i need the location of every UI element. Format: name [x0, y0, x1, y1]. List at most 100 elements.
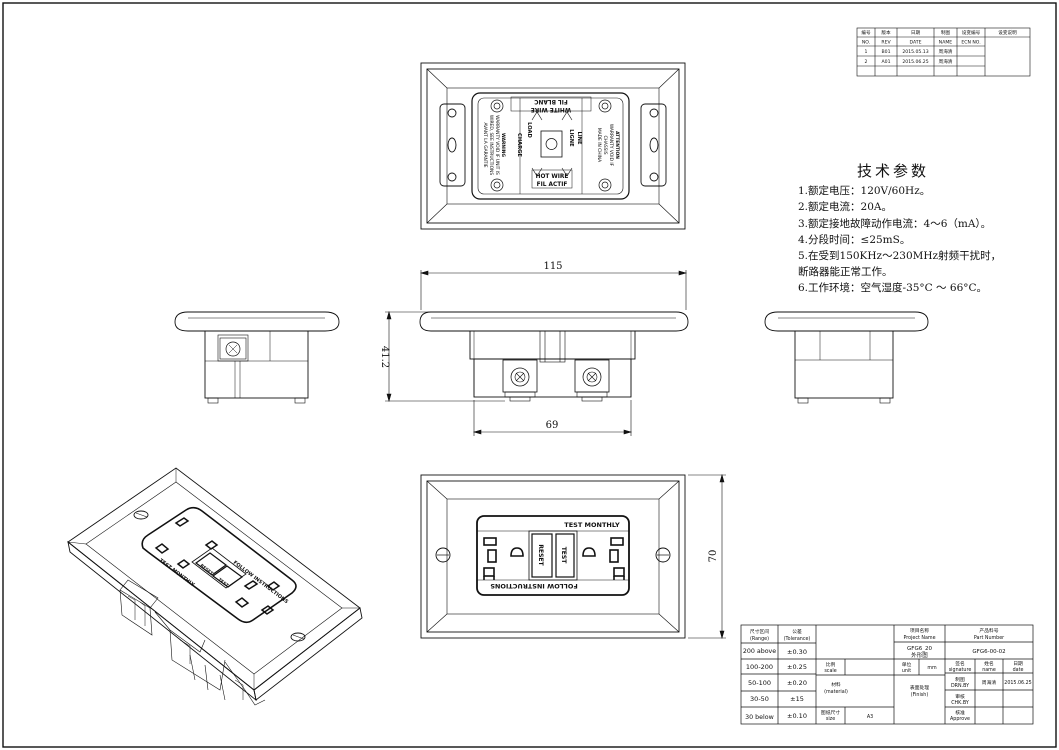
revision-table [856, 27, 1031, 77]
rev-h-en-3: NAME [939, 40, 953, 46]
dim-115 [419, 270, 688, 310]
follow-instructions-label: FOLLOW INSTRUCTIONS [490, 582, 578, 590]
warning-line-2: WARRANTY VOID IF UNIT IS [494, 115, 500, 175]
line-label: LINE [576, 131, 582, 145]
unit-value: mm [927, 666, 937, 671]
project-name-label-en: Project Name [903, 635, 935, 641]
fil-actif-label: FIL ACTIF [537, 182, 568, 188]
date-label-cn: 日期 [1013, 661, 1023, 667]
rev-h-cn-2: 日期 [911, 30, 921, 36]
test-monthly-label: TEST MONTHLY [564, 521, 620, 529]
title-block [740, 624, 1034, 725]
isometric-view [67, 467, 363, 706]
test-button-label: TEST [560, 547, 567, 565]
side-view [419, 311, 689, 402]
project-name-label-cn: 项目名称 [910, 627, 929, 634]
tolerance-header-en: (Tolerance) [784, 636, 811, 642]
drawn-name: 周海清 [982, 679, 997, 686]
iso-test-label: TEST [217, 577, 229, 588]
rev-h-cn-4: 设变编号 [962, 29, 981, 36]
project-name-value: GFG6_20 [907, 646, 932, 652]
drawn-date: 2015.06.25 [1004, 680, 1031, 686]
finish-label-cn: 表面处理 [910, 684, 929, 691]
tolerance-header-cn: 公差 [792, 628, 802, 635]
range-row-1: 200 above [743, 648, 776, 655]
top-view [420, 62, 686, 230]
spec-line-1: 1.额定电压：120V/60Hz。 [798, 185, 931, 198]
drawn-label-cn: 制图 [955, 676, 965, 683]
size-label-cn: 图纸尺寸 [821, 709, 840, 716]
signature-label-cn: 签名 [955, 660, 965, 667]
hot-wire-label: HOT WIRE [536, 174, 569, 180]
attention-line-2: WARRANTY VOID IF [608, 124, 614, 167]
part-number-value: GFG6-00-02 [972, 649, 1005, 655]
attention-line-3: CHASSIS [602, 135, 608, 154]
revision-table-text: 编号 版本 日期 制图 设变编号 设变说明 NO. REV DATE NAME … [861, 29, 1017, 65]
rev-h-cn-3: 制图 [941, 29, 951, 36]
ligne-label: LIGNE [568, 129, 574, 147]
dim-69-label: 69 [546, 420, 559, 431]
part-number-label-en: Part Number [974, 635, 1004, 641]
unit-label-cn: 单位 [902, 661, 912, 668]
spec-line-7: 6.工作环境：空气湿度-35°C ～ 66°C。 [798, 282, 988, 295]
charge-label: CHARGE [516, 133, 522, 157]
part-number-label-cn: 产品料号 [979, 627, 998, 634]
range-row-3: 50-100 [748, 679, 771, 687]
approved-label-cn: 核准 [955, 709, 965, 716]
rev-h-en-0: NO. [862, 40, 870, 46]
fil-blanc-label: FIL BLANC [534, 98, 568, 104]
range-row-5: 30 below [745, 714, 774, 721]
range-header-en: (Range) [750, 636, 769, 642]
attention-line-4: MADE IN CHINA [596, 128, 602, 162]
scale-label-cn: 比例 [826, 661, 836, 668]
rev-h-en-2: DATE [910, 40, 922, 46]
load-label: LOAD [526, 122, 532, 138]
dim-41-2 [385, 310, 505, 403]
spec-line-3: 3.额定接地故障动作电流：4～6（mA）。 [798, 217, 992, 230]
warning-line-1: WARNING [500, 133, 506, 157]
range-header-cn: 尺寸区间 [750, 628, 769, 635]
tol-row-5: ±0.10 [787, 712, 807, 720]
range-row-2: 100-200 [746, 663, 773, 671]
spec-line-4: 4.分段时间：≤25mS。 [798, 233, 911, 246]
specs-title: 技术参数 [856, 162, 929, 180]
name-label-cn: 姓名 [984, 660, 994, 667]
scale-label-en: scale [824, 668, 836, 674]
rev-r2-date: 2015.06.25 [902, 59, 928, 65]
technical-specs: 技术参数 1.额定电压：120V/60Hz。 2.额定电流：20A。 3.额定接… [798, 163, 1048, 297]
spec-line-6: 断路器能正常工作。 [798, 266, 893, 279]
rev-r1-rev: B01 [882, 49, 891, 55]
front-view [420, 474, 686, 639]
tol-row-2: ±0.25 [787, 663, 807, 671]
rev-r1-name: 周海清 [939, 48, 953, 55]
date-label-en: date [1013, 667, 1024, 673]
rev-h-en-1: REV [881, 40, 891, 46]
size-value: A3 [867, 714, 873, 720]
white-wire-label: WHITE WIRE [531, 106, 571, 112]
material-label-en: (material) [824, 689, 848, 695]
attention-line-1: ATTENTION [614, 131, 620, 159]
approved-label-en: Approve [950, 716, 970, 722]
checked-label-cn: 审核 [955, 693, 965, 700]
finish-label-en: (Finish) [911, 692, 929, 698]
rev-h-cn-0: 编号 [861, 29, 871, 36]
tol-row-4: ±15 [790, 695, 804, 703]
reset-button-label: RESET [537, 544, 544, 566]
left-side-view [174, 311, 340, 404]
dim-69 [472, 400, 633, 436]
spec-line-2: 2.额定电流：20A。 [798, 201, 892, 214]
name-label-en: name [982, 668, 996, 673]
rev-h-en-4: ECN NO. [961, 40, 980, 46]
right-side-view [764, 311, 929, 404]
rev-h-cn-5: 设变说明 [998, 29, 1017, 36]
rev-r2-name: 周海清 [939, 58, 953, 65]
dim-70 [688, 473, 726, 640]
rev-r2-no: 2 [865, 59, 868, 65]
rev-r1-no: 1 [865, 49, 868, 55]
tol-row-3: ±0.20 [787, 679, 807, 687]
range-row-4: 30-50 [750, 695, 769, 703]
dim-115-label: 115 [543, 261, 562, 272]
tol-row-1: ±0.30 [787, 648, 807, 656]
